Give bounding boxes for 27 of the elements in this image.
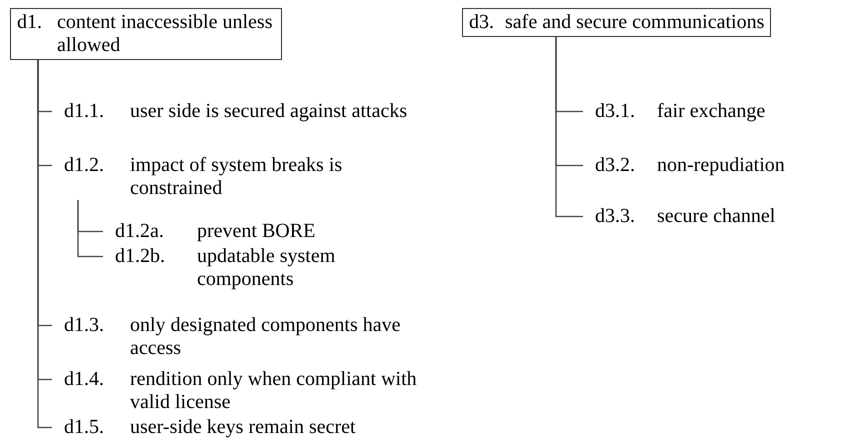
tree-connector — [77, 200, 103, 258]
item-number: d1.1. — [64, 100, 105, 123]
item-number: d3.2. — [595, 154, 636, 177]
item-number: d1.2a. — [115, 220, 165, 243]
tree-connector — [555, 37, 583, 218]
item-description: safe and secure communications — [505, 11, 764, 34]
item-description: only designated components have access — [130, 314, 402, 360]
item-number: d1.2. — [64, 154, 105, 177]
goal-box — [10, 8, 282, 60]
item-number: d1.4. — [64, 368, 105, 391]
item-description: prevent BORE — [197, 220, 316, 243]
item-description: secure channel — [657, 205, 776, 228]
item-number: d3.1. — [595, 100, 636, 123]
item-description: user-side keys remain secret — [130, 416, 356, 439]
item-description: impact of system breaks is constrained — [130, 154, 344, 200]
item-number: d3.3. — [595, 205, 636, 228]
item-description: user side is secured against attacks — [130, 100, 408, 123]
item-description: updatable system components — [197, 245, 336, 291]
item-number: d1.2b. — [115, 245, 166, 268]
item-number: d1. — [17, 11, 43, 34]
item-number: d1.5. — [64, 416, 105, 439]
item-number: d1.3. — [64, 314, 105, 337]
item-number: d3. — [469, 11, 495, 34]
item-description: fair exchange — [657, 100, 766, 123]
item-description: content inaccessible unless allowed — [57, 11, 274, 57]
goal-box — [462, 8, 772, 37]
item-description: non-repudiation — [657, 154, 785, 177]
